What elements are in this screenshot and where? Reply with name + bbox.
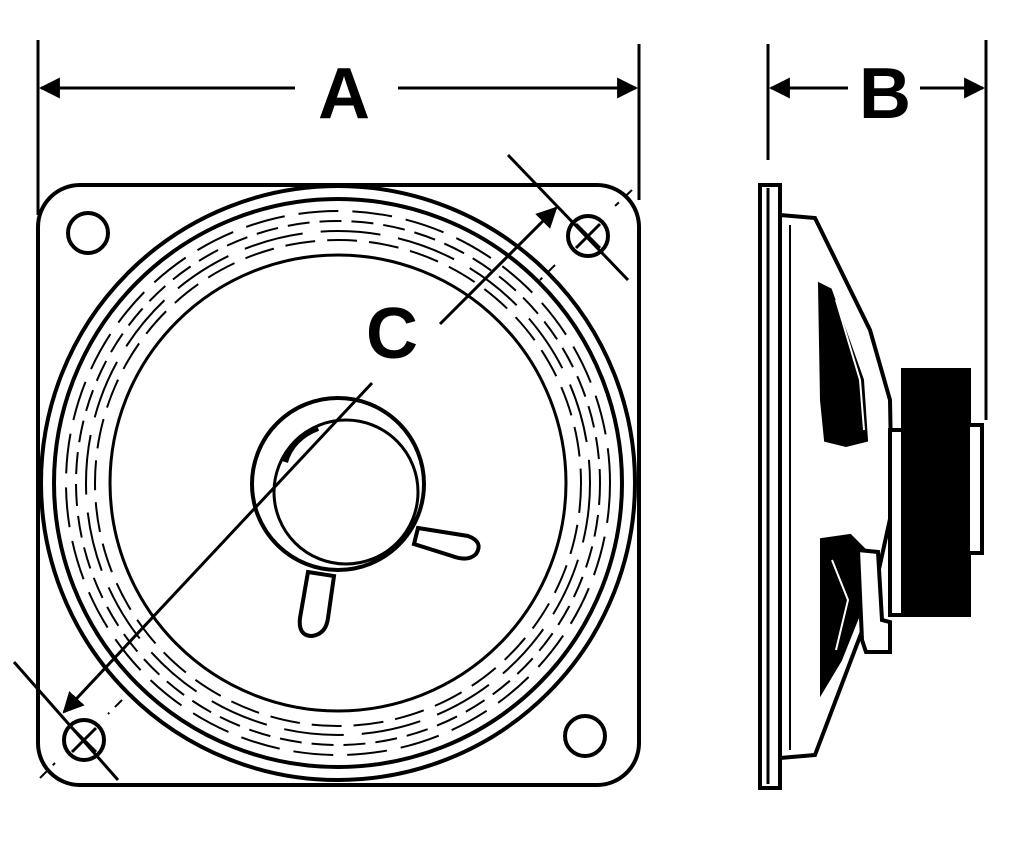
dimension-lines — [12, 40, 988, 781]
speaker-surround-ring — [52, 197, 624, 769]
front-view — [36, 183, 641, 787]
dust-cap-outer — [250, 396, 426, 572]
side-terminal — [855, 547, 892, 654]
cone-edge — [108, 253, 568, 713]
dimension-label-c: C — [366, 294, 418, 374]
dimension-c-tick-bottom — [12, 661, 120, 781]
terminal-tab-bottom — [297, 569, 337, 639]
back-plate — [966, 423, 984, 555]
terminal-tab-right — [411, 525, 481, 561]
dimension-label-a: A — [318, 54, 370, 134]
dimension-c-tick-top — [506, 153, 630, 282]
flange — [758, 183, 782, 790]
mounting-hole-bottom-right — [563, 714, 607, 758]
basket-frame — [779, 213, 895, 760]
dimension-c-arrow-bottom — [62, 381, 374, 714]
side-view — [758, 183, 984, 790]
dimension-c-arrow-top — [438, 206, 558, 326]
magnet — [901, 368, 971, 617]
speaker-outer-ring — [39, 184, 637, 782]
mounting-hole-top-left — [66, 211, 110, 255]
surround-corrugations — [65, 210, 611, 756]
basket-window-top — [817, 281, 869, 448]
mounting-hole-top-right — [566, 214, 610, 258]
dust-cap-highlight — [282, 425, 320, 463]
dust-cap-inner — [272, 418, 420, 566]
dimension-label-b: B — [859, 54, 911, 134]
